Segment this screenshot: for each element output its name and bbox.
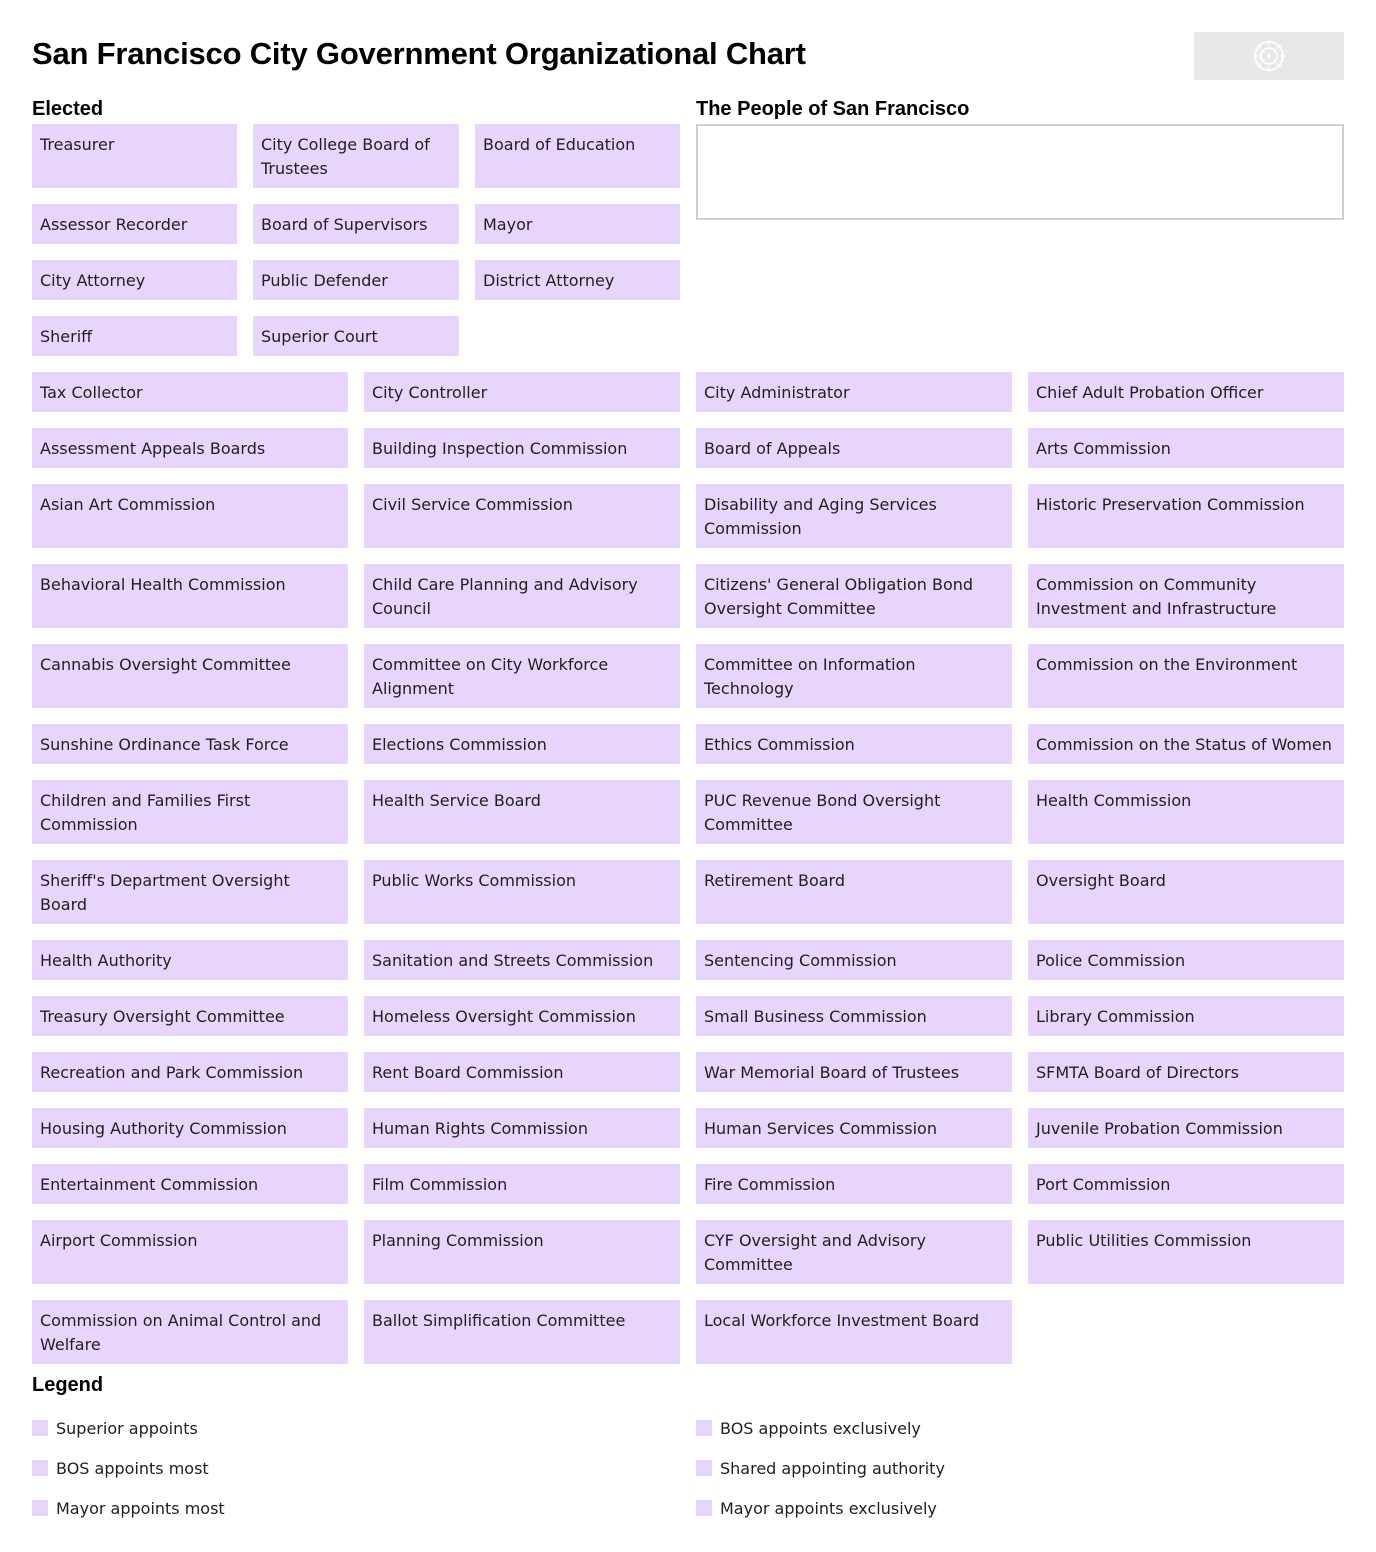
body-node-commission-on-animal-control-and-welfare: Commission on Animal Control and Welfare <box>32 1300 348 1364</box>
body-node-children-and-families-first-commission: Children and Families First Commission <box>32 780 348 844</box>
legend-label: BOS appoints most <box>56 1458 209 1478</box>
appointed-bodies-grid: Tax Collector City Controller City Admin… <box>32 372 1344 1364</box>
legend-swatch <box>32 1420 48 1436</box>
legend-heading: Legend <box>32 1374 104 1396</box>
body-node-committee-on-city-workforce-alignment: Committee on City Workforce Alignment <box>364 644 680 708</box>
body-node-public-utilities-commission: Public Utilities Commission <box>1028 1220 1344 1284</box>
elected-officials-grid: Treasurer City College Board of Trustees… <box>32 124 680 356</box>
legend-swatch <box>696 1420 712 1436</box>
body-node-asian-art-commission: Asian Art Commission <box>32 484 348 548</box>
body-node-library-commission: Library Commission <box>1028 996 1344 1036</box>
body-node-fire-commission: Fire Commission <box>696 1164 1012 1204</box>
body-node-port-commission: Port Commission <box>1028 1164 1344 1204</box>
body-node-public-works-commission: Public Works Commission <box>364 860 680 924</box>
elected-node-treasurer: Treasurer <box>32 124 237 188</box>
legend-label: Mayor appoints most <box>56 1498 225 1518</box>
legend-label: Superior appoints <box>56 1418 198 1438</box>
body-node-small-business-commission: Small Business Commission <box>696 996 1012 1036</box>
elected-node-district-attorney: District Attorney <box>475 260 680 300</box>
legend-item-bos-appoints-most: BOS appoints most <box>32 1456 696 1480</box>
body-node-committee-on-information-technology: Committee on Information Technology <box>696 644 1012 708</box>
legend-swatch <box>696 1500 712 1516</box>
body-node-juvenile-probation-commission: Juvenile Probation Commission <box>1028 1108 1344 1148</box>
body-node-sentencing-commission: Sentencing Commission <box>696 940 1012 980</box>
elected-node-mayor: Mayor <box>475 204 680 244</box>
body-node-health-commission: Health Commission <box>1028 780 1344 844</box>
body-node-tax-collector: Tax Collector <box>32 372 348 412</box>
body-node-board-of-appeals: Board of Appeals <box>696 428 1012 468</box>
body-node-chief-adult-probation-officer: Chief Adult Probation Officer <box>1028 372 1344 412</box>
body-node-child-care-planning-and-advisory-council: Child Care Planning and Advisory Council <box>364 564 680 628</box>
legend-item-shared-appointing-authority: Shared appointing authority <box>696 1456 1344 1480</box>
body-node-city-controller: City Controller <box>364 372 680 412</box>
body-node-arts-commission: Arts Commission <box>1028 428 1344 468</box>
legend-item-bos-appoints-exclusively: BOS appoints exclusively <box>696 1416 1344 1440</box>
body-node-civil-service-commission: Civil Service Commission <box>364 484 680 548</box>
body-node-homeless-oversight-commission: Homeless Oversight Commission <box>364 996 680 1036</box>
body-node-sheriffs-department-oversight-board: Sheriff's Department Oversight Board <box>32 860 348 924</box>
body-node-commission-on-community-investment-and-infrastructure: Commission on Community Investment and I… <box>1028 564 1344 628</box>
page-title: San Francisco City Government Organizati… <box>32 36 806 71</box>
body-node-planning-commission: Planning Commission <box>364 1220 680 1284</box>
body-node-local-workforce-investment-board: Local Workforce Investment Board <box>696 1300 1012 1364</box>
body-node-airport-commission: Airport Commission <box>32 1220 348 1284</box>
city-logo <box>1194 32 1344 80</box>
body-node-assessment-appeals-boards: Assessment Appeals Boards <box>32 428 348 468</box>
legend-item-mayor-appoints-exclusively: Mayor appoints exclusively <box>696 1496 1344 1520</box>
body-node-commission-on-the-status-of-women: Commission on the Status of Women <box>1028 724 1344 764</box>
legend-label: BOS appoints exclusively <box>720 1418 921 1438</box>
body-node-entertainment-commission: Entertainment Commission <box>32 1164 348 1204</box>
body-node-puc-revenue-bond-oversight-committee: PUC Revenue Bond Oversight Committee <box>696 780 1012 844</box>
body-node-sunshine-ordinance-task-force: Sunshine Ordinance Task Force <box>32 724 348 764</box>
legend-swatch <box>32 1500 48 1516</box>
legend-item-mayor-appoints-most: Mayor appoints most <box>32 1496 696 1520</box>
body-node-rent-board-commission: Rent Board Commission <box>364 1052 680 1092</box>
legend: Superior appoints BOS appoints exclusive… <box>32 1416 1344 1520</box>
body-node-sanitation-and-streets-commission: Sanitation and Streets Commission <box>364 940 680 980</box>
body-node-health-authority: Health Authority <box>32 940 348 980</box>
elected-node-board-of-supervisors: Board of Supervisors <box>253 204 459 244</box>
elected-node-sheriff: Sheriff <box>32 316 237 356</box>
body-node-housing-authority-commission: Housing Authority Commission <box>32 1108 348 1148</box>
elected-node-city-attorney: City Attorney <box>32 260 237 300</box>
body-node-city-administrator: City Administrator <box>696 372 1012 412</box>
people-heading: The People of San Francisco <box>696 98 970 120</box>
body-node-elections-commission: Elections Commission <box>364 724 680 764</box>
legend-swatch <box>32 1460 48 1476</box>
body-node-ballot-simplification-committee: Ballot Simplification Committee <box>364 1300 680 1364</box>
elected-node-city-college-board-of-trustees: City College Board of Trustees <box>253 124 459 188</box>
body-node-police-commission: Police Commission <box>1028 940 1344 980</box>
body-node-oversight-board: Oversight Board <box>1028 860 1344 924</box>
legend-swatch <box>696 1460 712 1476</box>
body-node-behavioral-health-commission: Behavioral Health Commission <box>32 564 348 628</box>
body-node-retirement-board: Retirement Board <box>696 860 1012 924</box>
body-node-building-inspection-commission: Building Inspection Commission <box>364 428 680 468</box>
body-node-war-memorial-board-of-trustees: War Memorial Board of Trustees <box>696 1052 1012 1092</box>
body-node-film-commission: Film Commission <box>364 1164 680 1204</box>
elected-node-superior-court: Superior Court <box>253 316 459 356</box>
legend-label: Mayor appoints exclusively <box>720 1498 937 1518</box>
body-node-human-rights-commission: Human Rights Commission <box>364 1108 680 1148</box>
body-node-sfmta-board-of-directors: SFMTA Board of Directors <box>1028 1052 1344 1092</box>
elected-heading: Elected <box>32 98 104 120</box>
body-node-commission-on-the-environment: Commission on the Environment <box>1028 644 1344 708</box>
body-node-ethics-commission: Ethics Commission <box>696 724 1012 764</box>
city-seal-icon <box>1253 40 1285 72</box>
legend-label: Shared appointing authority <box>720 1458 945 1478</box>
body-node-health-service-board: Health Service Board <box>364 780 680 844</box>
body-node-cyf-oversight-and-advisory-committee: CYF Oversight and Advisory Committee <box>696 1220 1012 1284</box>
body-node-recreation-and-park-commission: Recreation and Park Commission <box>32 1052 348 1092</box>
elected-node-board-of-education: Board of Education <box>475 124 680 188</box>
body-node-treasury-oversight-committee: Treasury Oversight Committee <box>32 996 348 1036</box>
people-of-san-francisco-box <box>696 124 1344 220</box>
body-node-historic-preservation-commission: Historic Preservation Commission <box>1028 484 1344 548</box>
elected-node-public-defender: Public Defender <box>253 260 459 300</box>
body-node-cannabis-oversight-committee: Cannabis Oversight Committee <box>32 644 348 708</box>
body-node-citizens-general-obligation-bond-oversight-committee: Citizens' General Obligation Bond Oversi… <box>696 564 1012 628</box>
elected-node-assessor-recorder: Assessor Recorder <box>32 204 237 244</box>
legend-item-superior-appoints: Superior appoints <box>32 1416 696 1440</box>
body-node-human-services-commission: Human Services Commission <box>696 1108 1012 1148</box>
body-node-disability-and-aging-services-commission: Disability and Aging Services Commission <box>696 484 1012 548</box>
